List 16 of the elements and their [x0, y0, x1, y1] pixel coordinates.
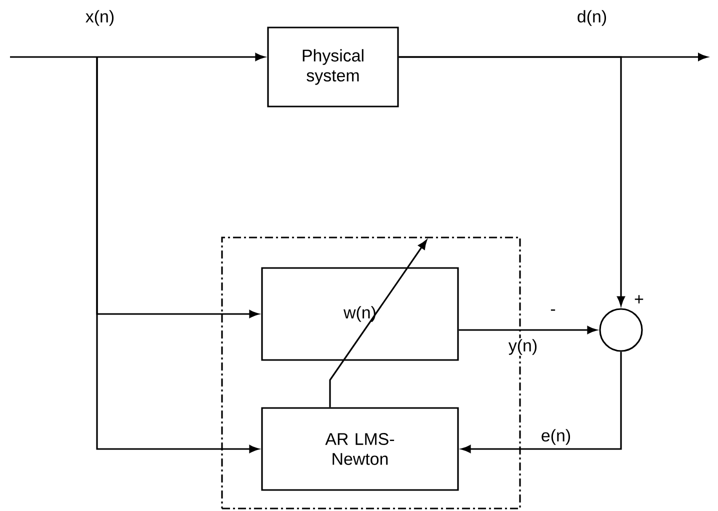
summing-junction-circle [599, 308, 643, 352]
edge-label: x(n) [84, 9, 116, 27]
sign-label: + [634, 295, 644, 304]
sign-label: - [550, 309, 556, 311]
arrow [329, 240, 427, 408]
arrow [10, 53, 265, 61]
process-box: AR LMS-Newton [261, 407, 459, 491]
arrow [461, 352, 622, 453]
process-box: Physical system [267, 26, 399, 108]
arrow [96, 57, 259, 453]
edge-label: d(n) [576, 9, 608, 27]
process-box: w(n) [261, 267, 459, 361]
edge-label: e(n) [540, 428, 572, 446]
edge-label: y(n) [507, 338, 539, 356]
arrow [458, 326, 597, 334]
arrow [398, 56, 625, 306]
